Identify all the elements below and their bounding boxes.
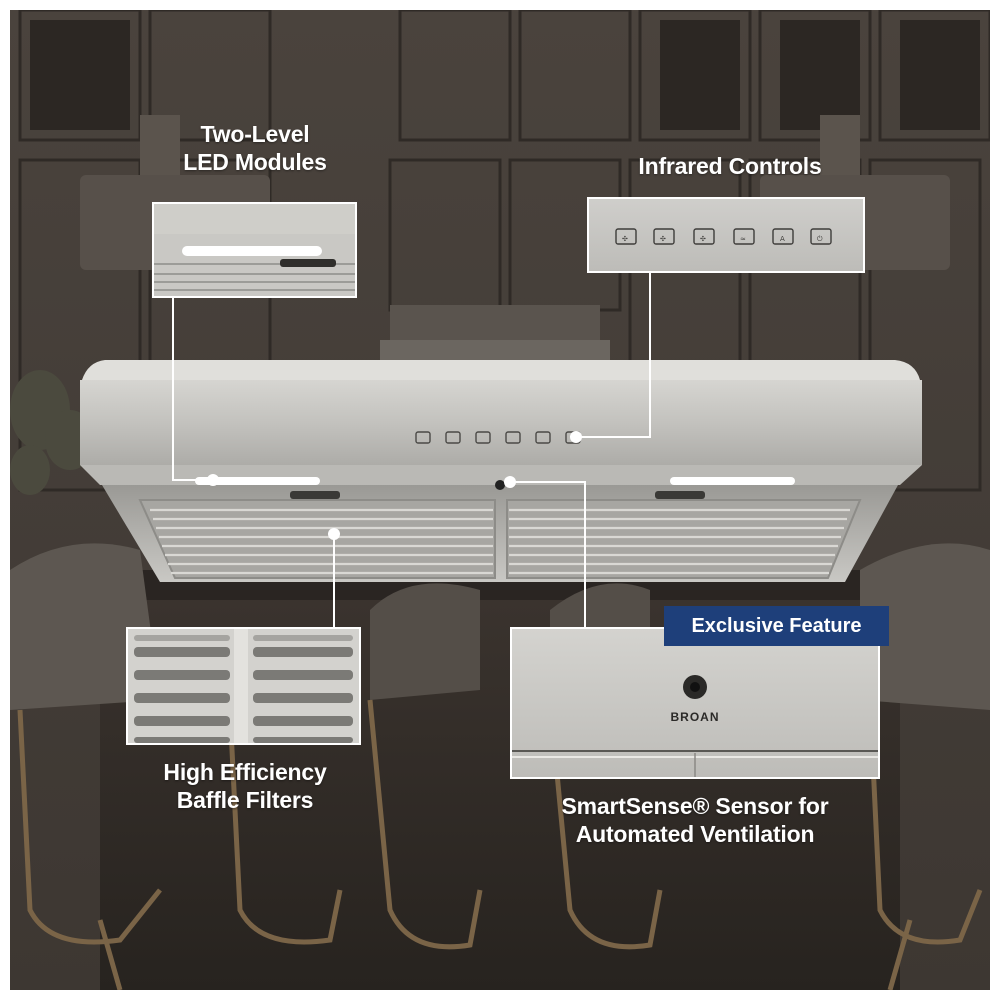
power-icon <box>810 228 832 245</box>
hood-control-panel <box>415 431 581 444</box>
baffle-filters <box>138 499 862 579</box>
fan-low-icon <box>615 228 637 245</box>
filters-callout-dot <box>328 528 340 540</box>
smartsense-sensor-inset <box>510 627 880 779</box>
svg-text:✣: ✣ <box>660 235 666 243</box>
product-photo: ✣ ✣ ✣ ≈ A ⏻ BROAN <box>10 10 990 990</box>
led-bar <box>182 246 322 256</box>
fan-high-icon <box>693 228 715 245</box>
sensor-callout-dot <box>504 476 516 488</box>
auto-icon <box>772 228 794 245</box>
light-icon <box>733 228 755 245</box>
range-hood <box>80 360 922 582</box>
smartsense-sensor-label: SmartSense® Sensor for Automated Ventila… <box>561 793 829 847</box>
led-strip-right <box>670 477 795 485</box>
svg-text:A: A <box>780 235 785 243</box>
baffle-filters-label: High Efficiency Baffle Filters <box>163 759 327 813</box>
fan-medium-icon <box>653 228 675 245</box>
controls-callout-dot <box>570 431 582 443</box>
controls-callout-line <box>576 272 651 438</box>
baffle-filter-inset <box>126 627 361 745</box>
led-module-inset <box>152 202 357 298</box>
svg-text:✣: ✣ <box>622 235 628 243</box>
infrared-controls-inset: ✣ ✣ ✣ ≈ A ⏻ <box>587 197 865 273</box>
svg-text:≈: ≈ <box>740 235 746 243</box>
callout-lines <box>172 272 651 630</box>
infrared-controls-label: Infrared Controls <box>638 153 822 179</box>
led-callout-line <box>172 296 213 481</box>
exclusive-feature-badge: Exclusive Feature <box>664 606 889 646</box>
sensor-callout-line <box>510 481 586 630</box>
svg-text:⏻: ⏻ <box>817 235 823 243</box>
brand-logo: BROAN <box>670 710 720 724</box>
led-callout-dot <box>207 474 219 486</box>
led-modules-label: Two-Level LED Modules <box>183 121 327 175</box>
led-strip-left <box>195 477 320 485</box>
svg-text:✣: ✣ <box>700 235 706 243</box>
